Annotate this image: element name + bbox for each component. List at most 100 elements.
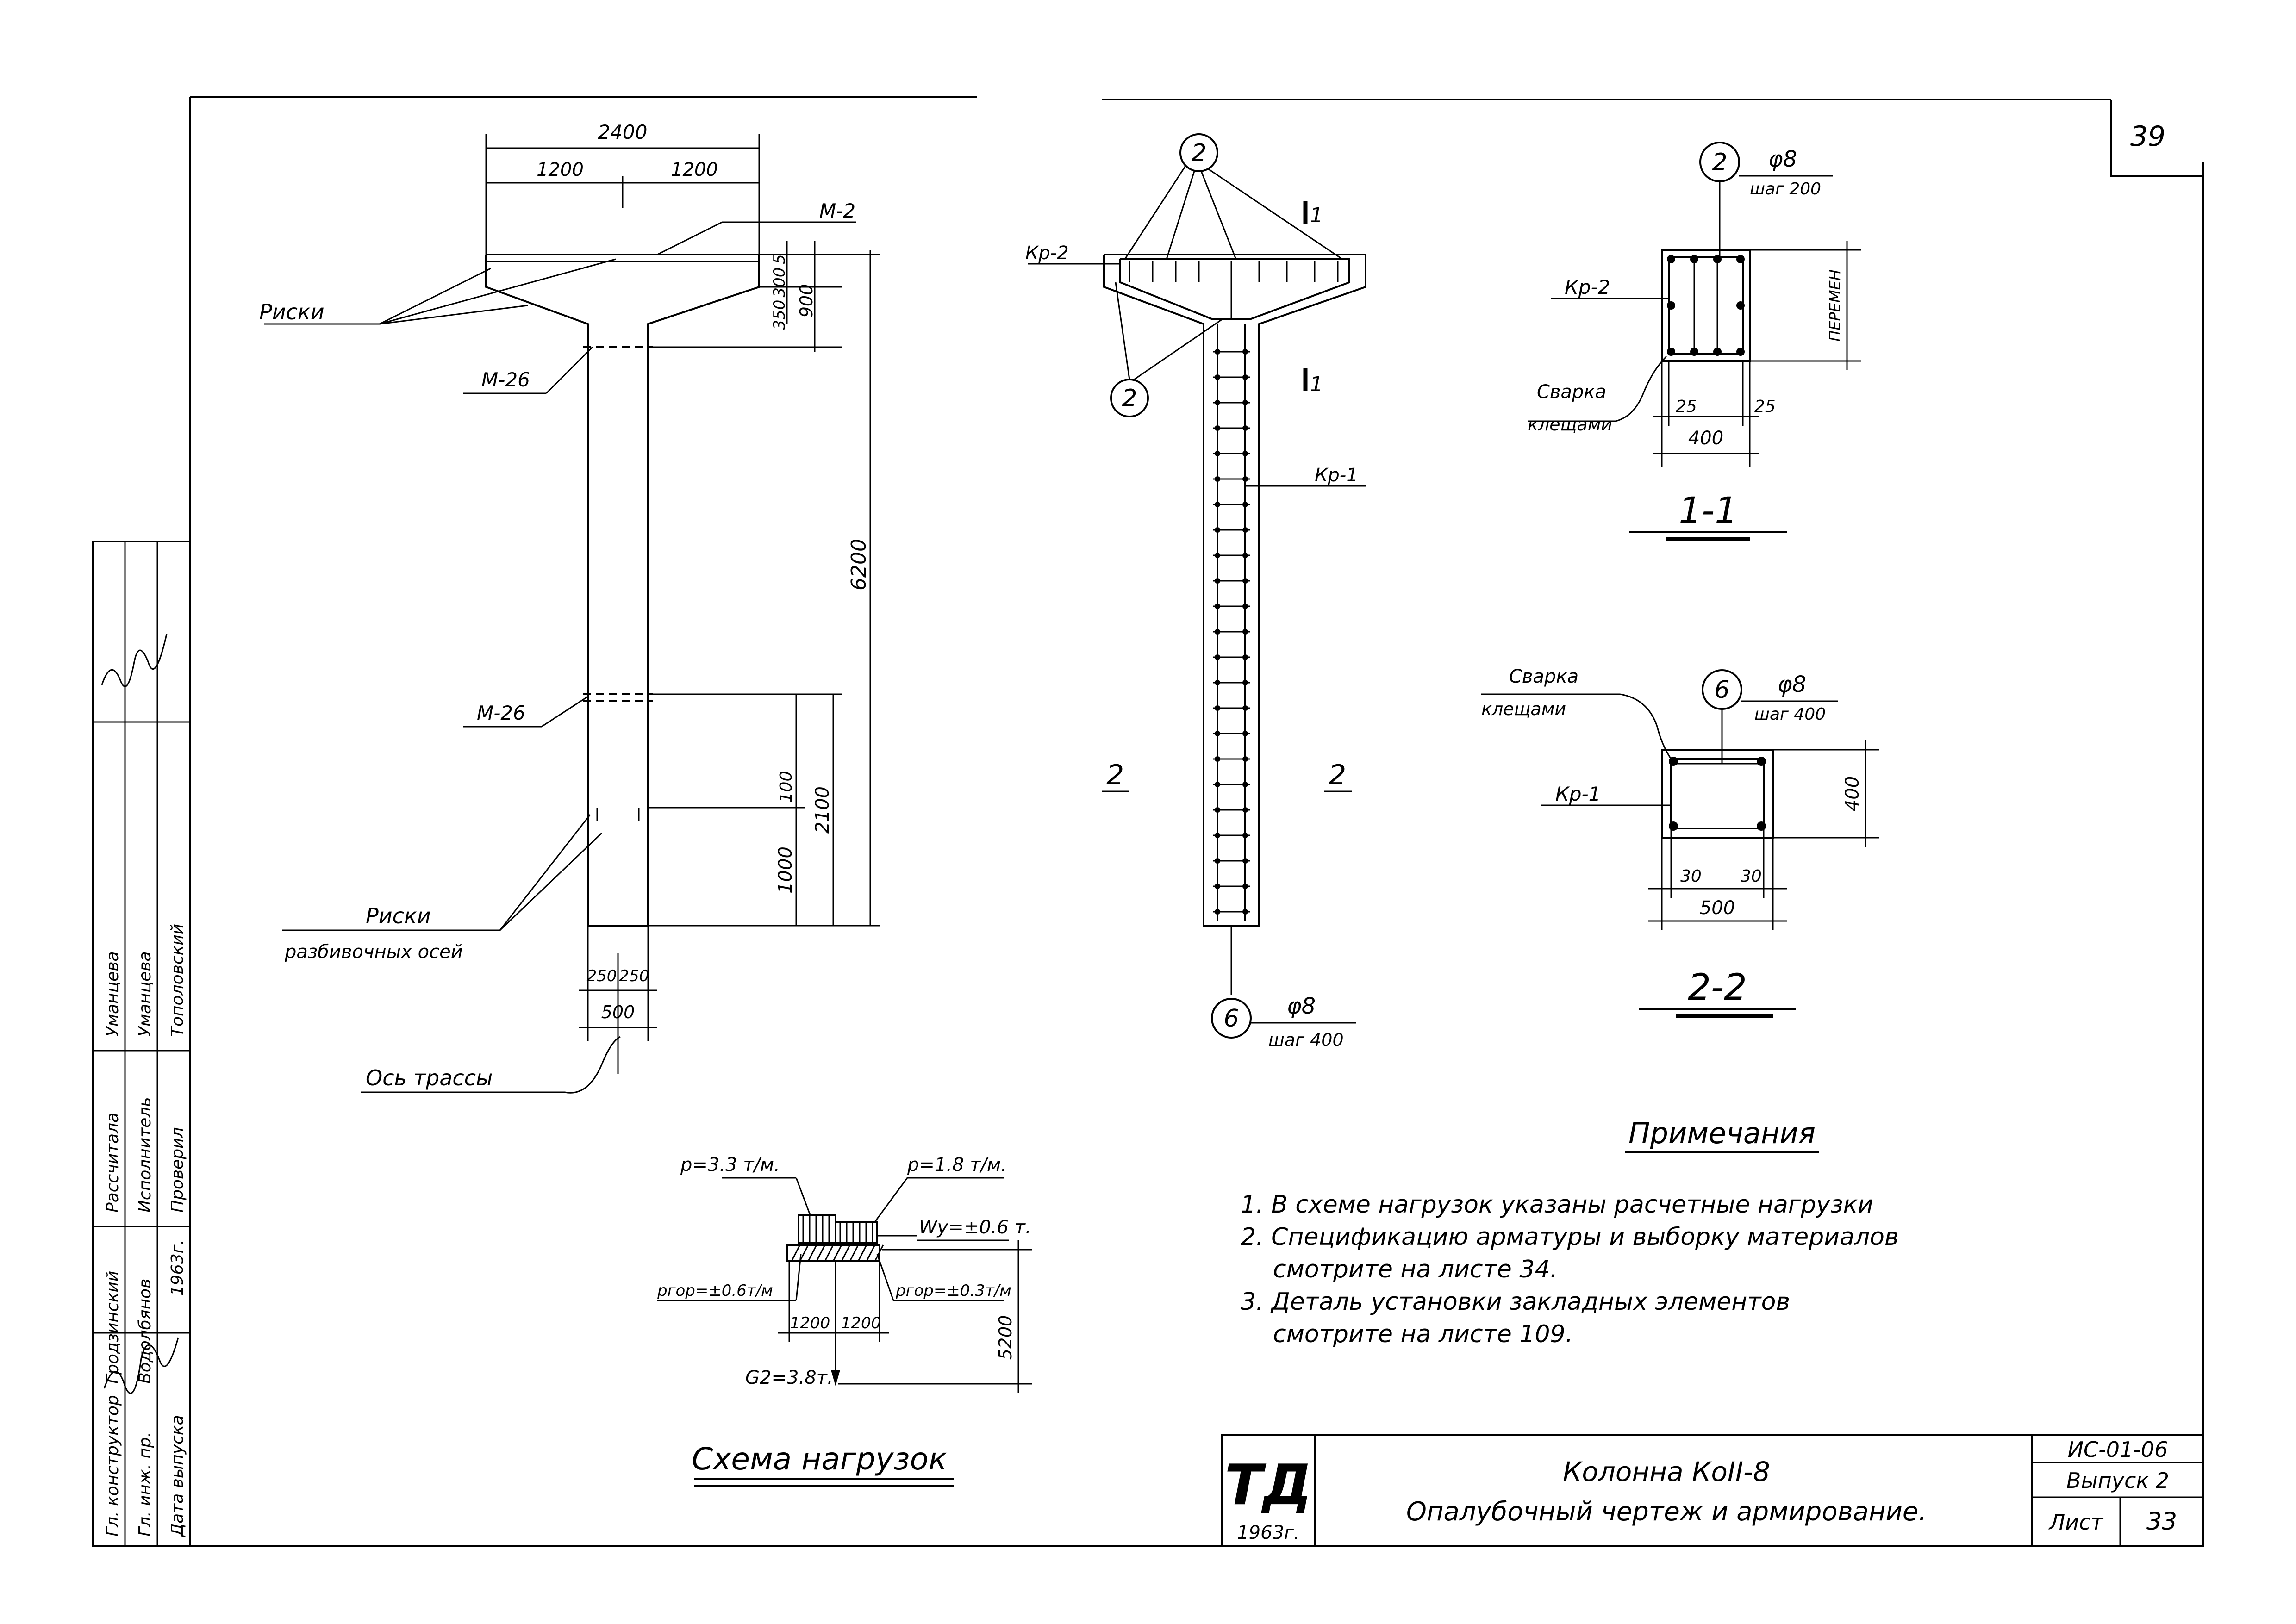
load-p1: p=3.3 т/м. xyxy=(680,1154,780,1176)
title-line-2: Опалубочный чертеж и армирование. xyxy=(1406,1497,1927,1527)
sec22-weld-1: Сварка xyxy=(1509,666,1578,687)
rebar-dot xyxy=(1242,604,1248,609)
label-m26-top: М-26 xyxy=(481,368,530,391)
rebar-dot xyxy=(1242,629,1248,635)
rebar-dot xyxy=(1242,909,1248,915)
stamp-role-3: Проверил xyxy=(168,1127,187,1213)
stamp-role-6: Дата выпуска xyxy=(168,1415,187,1537)
rebar-dot xyxy=(1242,705,1248,711)
section-2-2: 6 φ8 шаг 400 Сварка клещами Кр-1 400 30 … xyxy=(1481,666,1879,1018)
sec11-weld-1: Сварка xyxy=(1537,381,1606,403)
sec22-title: 2-2 xyxy=(1688,967,1747,1008)
signature-2 xyxy=(103,1337,179,1394)
rebar-dot xyxy=(1242,807,1248,813)
load-hatch-line xyxy=(866,1244,876,1262)
sec11-dim-400: 400 xyxy=(1688,428,1723,449)
dim-6200: 6200 xyxy=(847,539,871,591)
load-hatch-line xyxy=(832,1244,842,1262)
dim-2100: 2100 xyxy=(812,786,833,834)
rebar-dot xyxy=(1669,821,1678,831)
rebar-dot xyxy=(1215,349,1220,355)
load-hatch-line xyxy=(816,1244,826,1262)
label-axis: Ось трассы xyxy=(366,1065,493,1090)
load-dim-5200: 5200 xyxy=(995,1315,1016,1360)
notes-title: Примечания xyxy=(1628,1116,1816,1150)
label-riski-axes: Риски xyxy=(366,903,431,928)
sec22-dim-500: 500 xyxy=(1700,897,1735,919)
stamp-role-1: Рассчитала xyxy=(103,1113,122,1213)
bar6-dia: φ8 xyxy=(1287,993,1316,1019)
sec22-step: шаг 400 xyxy=(1754,705,1826,724)
section-1-top: 1 xyxy=(1310,204,1323,227)
rebar-dot xyxy=(1242,858,1248,864)
load-hatch-line xyxy=(799,1244,809,1262)
rebar-dot xyxy=(1215,858,1220,864)
rebar-dot xyxy=(1736,255,1745,263)
rebar-dot xyxy=(1215,476,1220,482)
rebar-dot xyxy=(1215,374,1220,380)
rebar-dot xyxy=(1667,301,1675,310)
rebar-dot xyxy=(1242,425,1248,431)
title-block: ТД 1963г. Колонна КоII-8 Опалубочный чер… xyxy=(1221,1434,2204,1547)
load-hatch-line xyxy=(824,1244,834,1262)
sheet-value: 33 xyxy=(2146,1508,2177,1536)
rebar-dot xyxy=(1215,782,1220,787)
dim-1000: 1000 xyxy=(775,846,796,894)
rebar-dot xyxy=(1242,680,1248,685)
dim-350: 350 xyxy=(770,300,789,330)
note-3-cont: смотрите на листе 109. xyxy=(1273,1320,1573,1348)
dim-1200-right: 1200 xyxy=(671,159,718,180)
rebar-dot xyxy=(1242,451,1248,456)
rebar-dot xyxy=(1757,757,1766,766)
rebar-dot xyxy=(1667,348,1675,356)
rebar-dot xyxy=(1215,527,1220,533)
sec11-step: шаг 200 xyxy=(1750,180,1821,199)
rebar-dot xyxy=(1215,451,1220,456)
rebar-dot xyxy=(1242,756,1248,762)
mark-2-bottom: 2 xyxy=(1122,385,1137,412)
sec22-mark: 6 xyxy=(1714,676,1729,704)
label-kr2: Кр-2 xyxy=(1025,243,1069,264)
load-wy: Wy=±0.6 т. xyxy=(919,1217,1031,1238)
column-elevation: 2400 1200 1200 5 300 350 900 6200 100 21… xyxy=(259,121,880,1094)
rebar-dot xyxy=(1242,400,1248,405)
sec22-kr1: Кр-1 xyxy=(1555,783,1601,805)
note-2: 2. Спецификацию арматуры и выборку матер… xyxy=(1241,1223,1899,1251)
rebar-dot xyxy=(1215,680,1220,685)
stamp-role-2: Исполнитель xyxy=(136,1097,155,1213)
load-phor1: pгор=±0.6т/м xyxy=(657,1282,773,1300)
column-rebar-view: 2 2 Кр-2 Кр-1 1 1 2 2 6 φ8 шаг 400 xyxy=(1025,133,1366,1050)
note-3: 3. Деталь установки закладных элементов xyxy=(1241,1288,1790,1316)
note-2-cont: смотрите на листе 34. xyxy=(1273,1256,1558,1283)
rebar-dot xyxy=(1215,502,1220,507)
sec11-dim-25-right: 25 xyxy=(1754,397,1776,416)
rebar-dot xyxy=(1242,731,1248,736)
rebar-dot xyxy=(1215,884,1220,889)
rebar-dot xyxy=(1242,782,1248,787)
label-m2: М-2 xyxy=(819,199,855,222)
rebar-dot xyxy=(1736,348,1745,356)
rebar-dot xyxy=(1242,527,1248,533)
doc-code: ИС-01-06 xyxy=(2068,1437,2168,1462)
stamp-name-6: 1963г. xyxy=(168,1239,187,1296)
load-dim-1200-left: 1200 xyxy=(790,1314,830,1332)
rebar-dot xyxy=(1690,348,1698,356)
rebar-dot xyxy=(1215,578,1220,584)
sec11-weld-2: клещами xyxy=(1528,414,1612,435)
sec11-dim-25-left: 25 xyxy=(1676,397,1697,416)
load-hatch-line xyxy=(841,1244,851,1262)
rebar-dot xyxy=(1242,654,1248,660)
rebar-dot xyxy=(1242,578,1248,584)
dim-2400: 2400 xyxy=(598,121,648,143)
section-1-1: 2 φ8 шаг 200 Кр-2 Сварка клещами 25 25 4… xyxy=(1528,142,1861,541)
stamp-name-4: Гродзинский xyxy=(103,1271,122,1384)
logo: ТД xyxy=(1225,1453,1312,1518)
load-hatch-line xyxy=(857,1244,867,1262)
rebar-dot xyxy=(1215,604,1220,609)
rebar-dot xyxy=(1215,705,1220,711)
stamp-name-5: Водолбянов xyxy=(136,1279,155,1384)
rebar-dot xyxy=(1242,476,1248,482)
signature-1 xyxy=(101,634,168,687)
rebar-dot xyxy=(1215,553,1220,558)
